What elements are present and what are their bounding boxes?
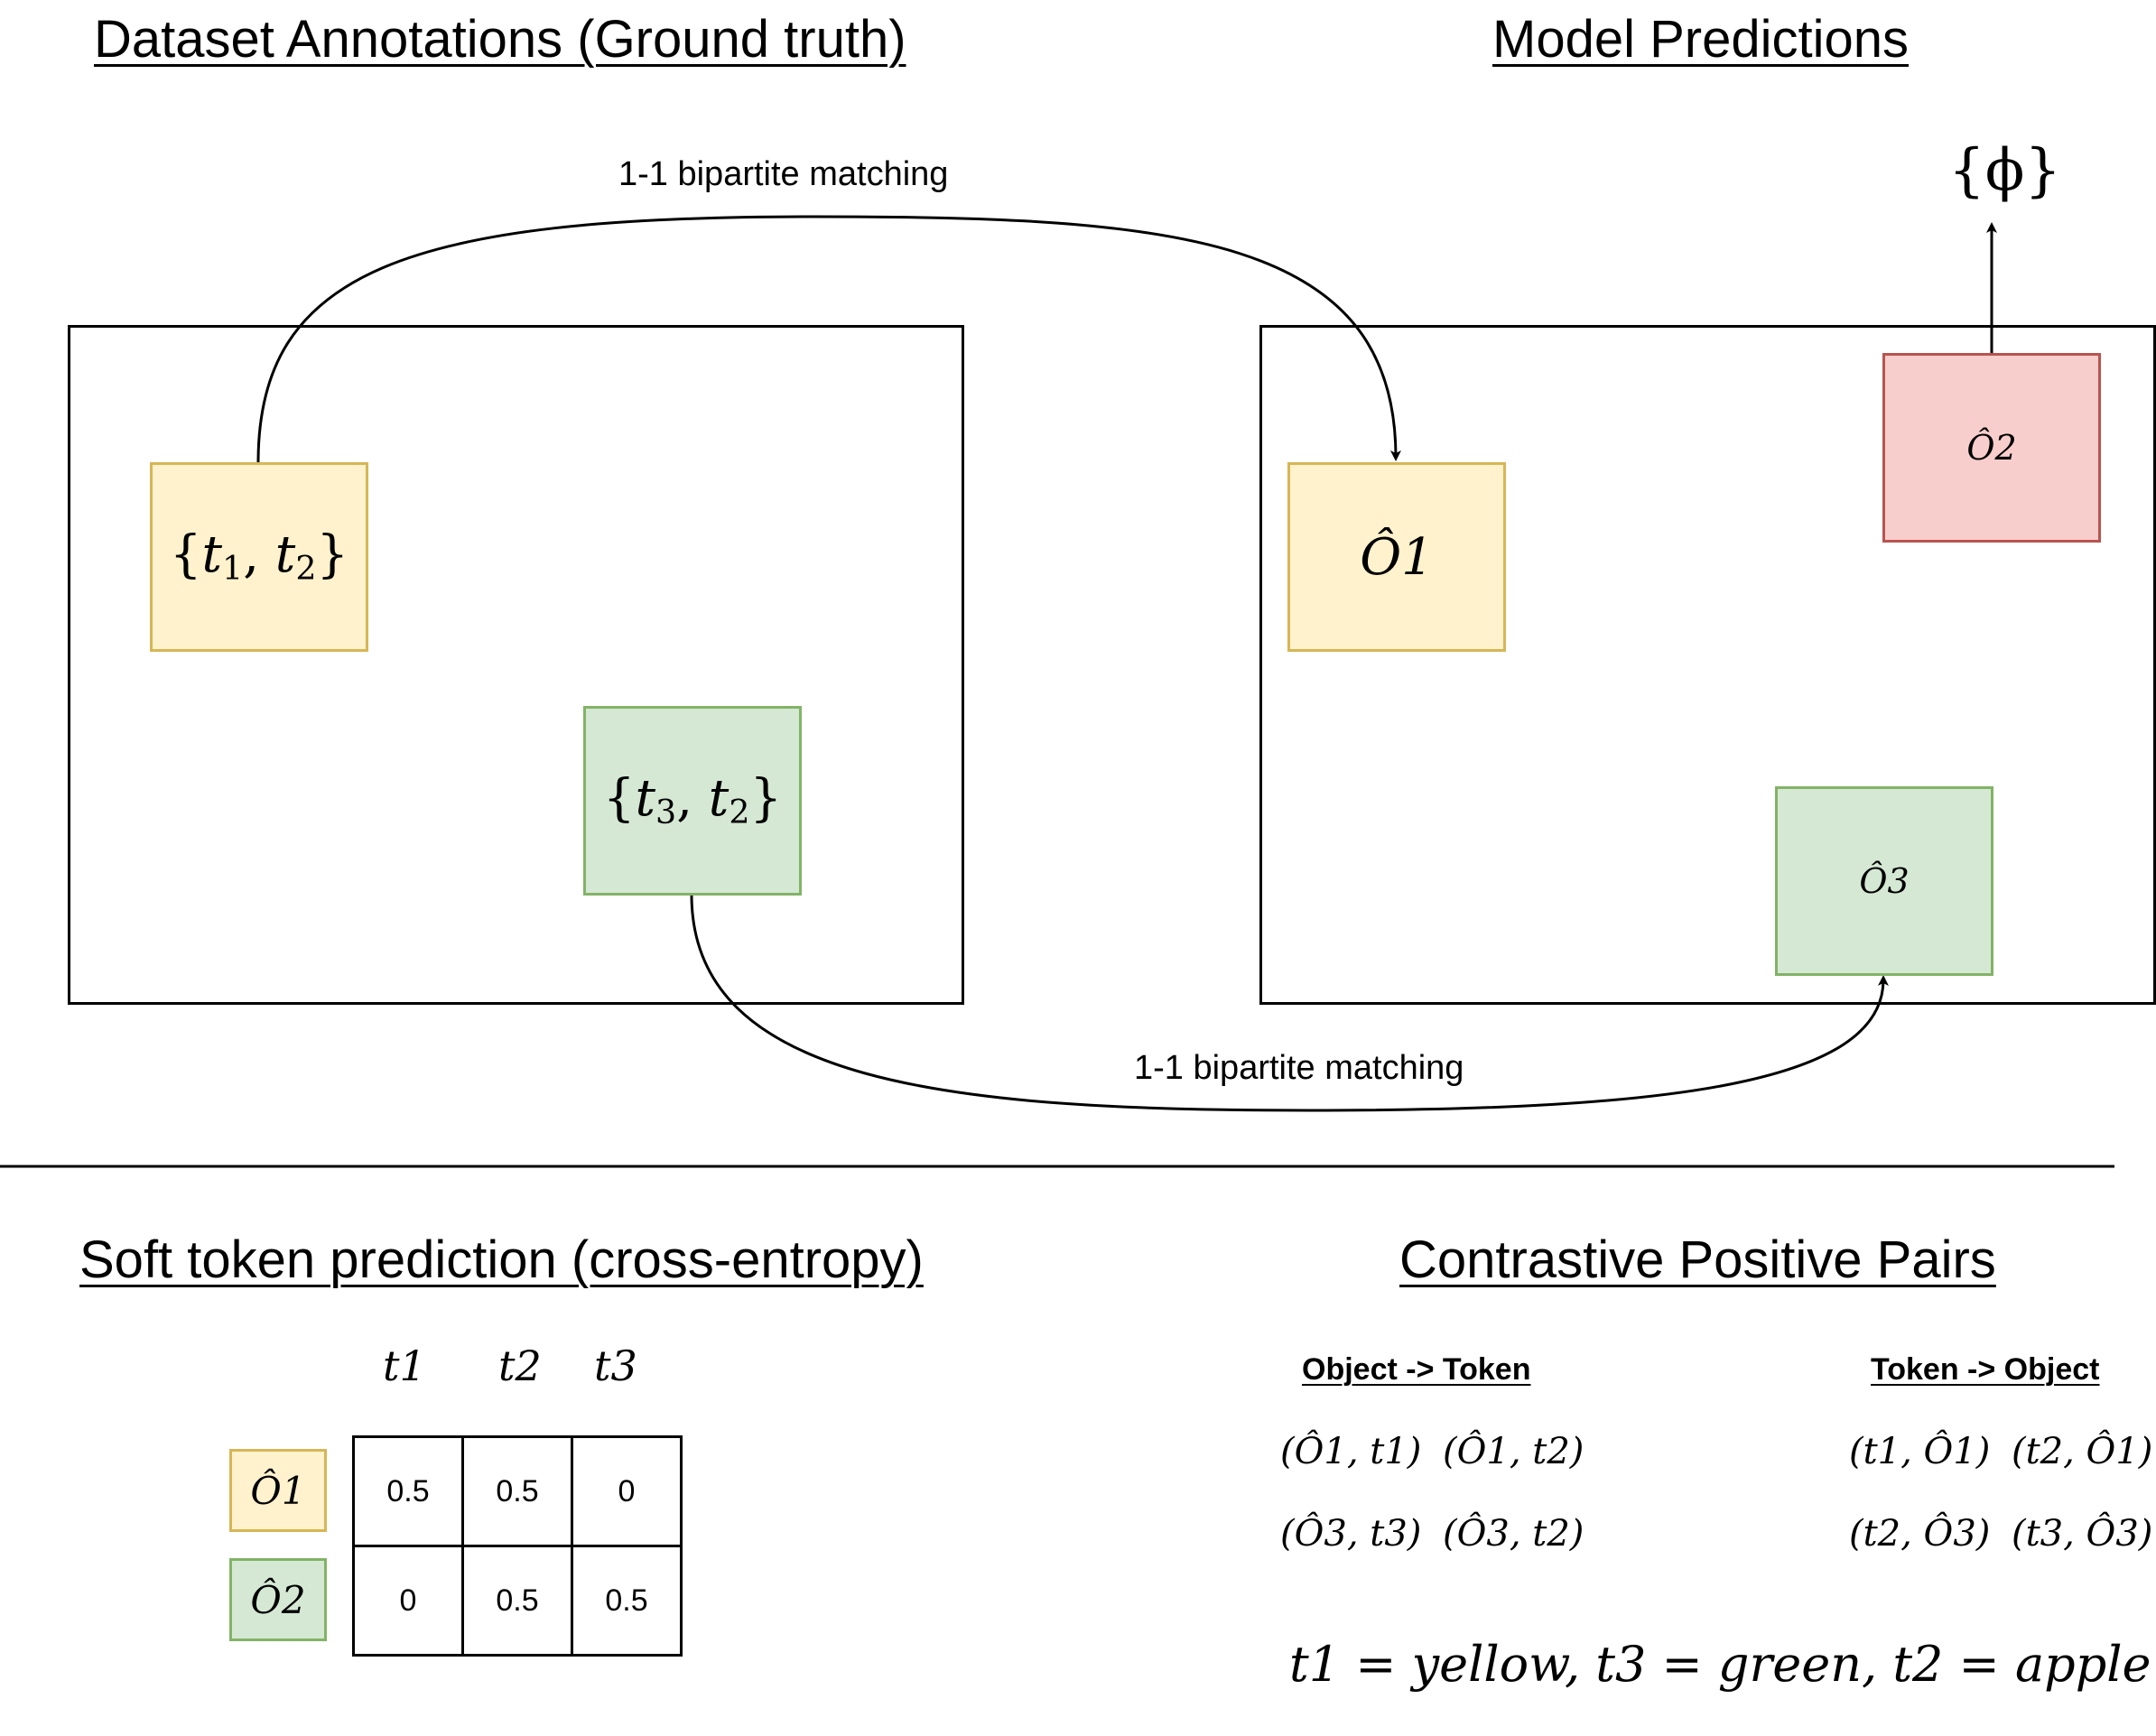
ground-truth-box-yellow: {t1, t2} bbox=[150, 462, 368, 652]
ground-truth-image-frame bbox=[68, 325, 964, 1005]
token-to-object-heading: Token -> Object bbox=[1871, 1352, 2100, 1387]
prediction-box-o3: Ô3 bbox=[1775, 786, 1993, 976]
matrix-row-o2: 0 0.5 0.5 bbox=[352, 1545, 683, 1657]
column-header-t2: t2 bbox=[498, 1341, 542, 1390]
soft-token-title: Soft token prediction (cross-entropy) bbox=[79, 1230, 924, 1289]
ground-truth-box-green-label: {t3, t2} bbox=[602, 769, 783, 832]
matrix-cell: 0 bbox=[571, 1435, 683, 1547]
top-matching-arrow bbox=[256, 215, 1401, 463]
top-matching-label: 1-1 bipartite matching bbox=[618, 155, 949, 193]
ground-truth-box-yellow-label: {t1, t2} bbox=[169, 525, 349, 589]
model-predictions-title: Model Predictions bbox=[1492, 10, 1909, 69]
matrix-cell: 0.5 bbox=[461, 1435, 573, 1547]
soft-token-matrix: 0.5 0.5 0 0 0.5 0.5 bbox=[352, 1435, 683, 1657]
row-label-o2-text: Ô2 bbox=[250, 1577, 306, 1622]
row-label-o1: Ô1 bbox=[229, 1449, 327, 1532]
pair-o1-t2: (Ô1, t2) bbox=[1443, 1431, 1584, 1472]
pair-o1-t1: (Ô1, t1) bbox=[1280, 1431, 1422, 1472]
matrix-cell: 0 bbox=[352, 1545, 464, 1657]
bottom-matching-label: 1-1 bipartite matching bbox=[1134, 1049, 1464, 1087]
object-to-token-heading: Object -> Token bbox=[1302, 1352, 1531, 1387]
pair-t3-o3: (t3, Ô3) bbox=[2012, 1513, 2153, 1555]
prediction-image-frame bbox=[1259, 325, 2156, 1005]
null-set-label: {ϕ} bbox=[1948, 137, 2062, 204]
pair-t1-o1: (t1, Ô1) bbox=[1849, 1431, 1991, 1472]
pair-t2-o1: (t2, Ô1) bbox=[2012, 1431, 2153, 1472]
prediction-box-o1: Ô1 bbox=[1287, 462, 1506, 652]
token-legend: t1 = yellow, t3 = green, t2 = apple bbox=[1289, 1636, 2151, 1693]
row-label-o1-text: Ô1 bbox=[250, 1468, 306, 1513]
pair-t2-o3: (t2, Ô3) bbox=[1849, 1513, 1991, 1555]
matrix-cell: 0.5 bbox=[461, 1545, 573, 1657]
column-header-t1: t1 bbox=[383, 1341, 426, 1390]
prediction-o3-label: Ô3 bbox=[1859, 861, 1910, 901]
matrix-cell: 0.5 bbox=[352, 1435, 464, 1547]
matrix-cell: 0.5 bbox=[571, 1545, 683, 1657]
prediction-box-o2: Ô2 bbox=[1882, 353, 2101, 543]
row-label-o2: Ô2 bbox=[229, 1558, 327, 1641]
column-header-t3: t3 bbox=[594, 1341, 637, 1390]
prediction-o2-label: Ô2 bbox=[1966, 428, 2017, 468]
prediction-o1-label: Ô1 bbox=[1360, 527, 1434, 587]
ground-truth-box-green: {t3, t2} bbox=[583, 706, 802, 896]
pair-o3-t2: (Ô3, t2) bbox=[1443, 1513, 1584, 1555]
matrix-row-o1: 0.5 0.5 0 bbox=[352, 1435, 683, 1547]
bottom-matching-arrow bbox=[690, 894, 1889, 1112]
ground-truth-title: Dataset Annotations (Ground truth) bbox=[94, 10, 906, 69]
contrastive-pairs-title: Contrastive Positive Pairs bbox=[1399, 1230, 1996, 1289]
pair-o3-t3: (Ô3, t3) bbox=[1280, 1513, 1422, 1555]
